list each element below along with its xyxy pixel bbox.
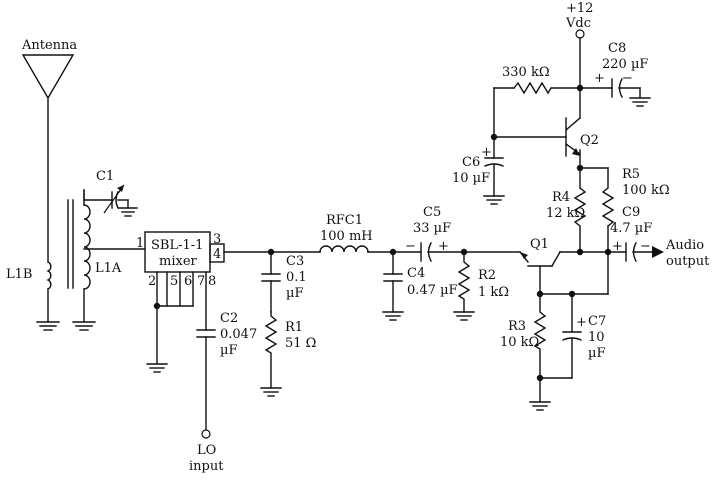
c9-name: C9 bbox=[622, 205, 640, 220]
c3-name: C3 bbox=[286, 254, 304, 269]
antenna-label: Antenna bbox=[21, 38, 77, 53]
l1a-label: L1A bbox=[95, 261, 122, 276]
c5-minus: − bbox=[405, 239, 416, 254]
mixer-ground-pins bbox=[146, 271, 194, 373]
r1-resistor bbox=[260, 311, 282, 397]
c8-value: 220 µF bbox=[602, 57, 648, 72]
mixer-pin1: 1 bbox=[136, 236, 144, 251]
mixer-pin6: 6 bbox=[184, 274, 192, 289]
c7-value: 10 bbox=[588, 330, 605, 345]
c7-name: C7 bbox=[588, 314, 606, 329]
c9-minus: − bbox=[640, 239, 651, 254]
c3-unit: µF bbox=[286, 286, 303, 301]
audio-label: Audio bbox=[665, 238, 704, 253]
c5-name: C5 bbox=[423, 205, 441, 220]
mixer-subtitle: mixer bbox=[159, 254, 198, 269]
mixer-pin8: 8 bbox=[208, 274, 216, 289]
c7-plus: + bbox=[576, 315, 587, 330]
mixer-pin3: 3 bbox=[213, 232, 221, 247]
c2-capacitor bbox=[196, 271, 216, 439]
l1a-coil bbox=[72, 189, 96, 331]
mixer-pin2: 2 bbox=[148, 274, 156, 289]
c2-unit: µF bbox=[220, 343, 237, 358]
c7-capacitor bbox=[562, 293, 582, 379]
mixer-pin4: 4 bbox=[213, 247, 221, 262]
r1-value: 51 Ω bbox=[285, 336, 316, 351]
c9-plus: + bbox=[612, 239, 623, 254]
r3-value: 10 kΩ bbox=[500, 335, 539, 350]
q2-transistor bbox=[493, 87, 581, 157]
r4-value: 12 kΩ bbox=[546, 206, 585, 221]
c9-value: 4.7 µF bbox=[610, 221, 652, 236]
c2-name: C2 bbox=[220, 311, 238, 326]
c6-value: 10 µF bbox=[452, 171, 490, 186]
mixer-pin5: 5 bbox=[170, 274, 178, 289]
r5-value: 100 kΩ bbox=[622, 183, 670, 198]
c1-variable-capacitor bbox=[83, 184, 138, 217]
transformer-core bbox=[67, 199, 74, 289]
l1b-coil bbox=[36, 261, 60, 331]
r3-name: R3 bbox=[508, 319, 526, 334]
l1b-label: L1B bbox=[6, 267, 32, 282]
feedback-resistor-value: 330 kΩ bbox=[502, 65, 550, 80]
c8-capacitor bbox=[579, 78, 651, 107]
supply-unit: Vdc bbox=[565, 16, 591, 31]
c3-capacitor bbox=[261, 251, 281, 313]
c3-value: 0.1 bbox=[286, 270, 307, 285]
r2-name: R2 bbox=[478, 268, 496, 283]
lo-input-label: input bbox=[189, 459, 224, 474]
r1-name: R1 bbox=[285, 320, 303, 335]
r5-resistor bbox=[579, 167, 615, 295]
supply-terminal bbox=[575, 29, 585, 89]
feedback-resistor bbox=[493, 81, 581, 138]
rfc1-value: 100 mH bbox=[320, 229, 373, 244]
c4-value: 0.47 µF bbox=[407, 283, 458, 298]
sbl-mixer-block bbox=[144, 231, 225, 273]
c8-minus: − bbox=[622, 71, 633, 86]
c8-name: C8 bbox=[608, 41, 626, 56]
antenna-symbol bbox=[21, 54, 75, 263]
r2-value: 1 kΩ bbox=[478, 285, 509, 300]
c4-capacitor bbox=[382, 251, 404, 321]
supply-voltage: +12 bbox=[566, 1, 593, 16]
r5-name: R5 bbox=[622, 167, 640, 182]
c8-plus: + bbox=[594, 71, 605, 86]
q1-transistor bbox=[519, 251, 581, 295]
c6-name: C6 bbox=[462, 155, 480, 170]
c5-value: 33 µF bbox=[413, 221, 451, 236]
r2-resistor bbox=[453, 251, 475, 321]
c2-value: 0.047 bbox=[220, 327, 257, 342]
lo-label: LO bbox=[197, 443, 216, 458]
r3-resistor bbox=[529, 293, 573, 411]
c7-unit: µF bbox=[588, 346, 605, 361]
audio-output-label: output bbox=[666, 254, 710, 269]
c5-capacitor bbox=[420, 242, 521, 262]
q1-label: Q1 bbox=[530, 237, 549, 252]
c1-label: C1 bbox=[96, 169, 114, 184]
c5-plus: + bbox=[438, 239, 449, 254]
r4-name: R4 bbox=[552, 190, 570, 205]
c9-capacitor bbox=[625, 242, 664, 262]
c4-name: C4 bbox=[407, 266, 425, 281]
mixer-pin7: 7 bbox=[197, 274, 205, 289]
q2-label: Q2 bbox=[580, 133, 599, 148]
mixer-name: SBL-1-1 bbox=[151, 238, 203, 253]
c6-plus: + bbox=[481, 145, 492, 160]
c6-capacitor bbox=[483, 136, 505, 205]
rfc1-name: RFC1 bbox=[326, 213, 363, 228]
